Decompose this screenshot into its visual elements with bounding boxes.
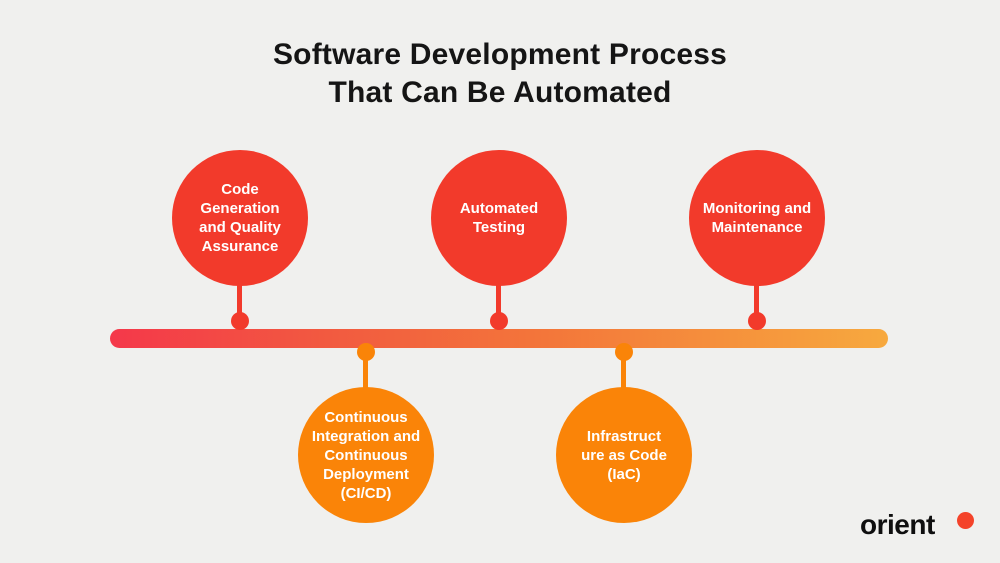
node-automated-testing: Automated Testing [431,150,567,286]
brand-logo-text: orient [860,509,935,540]
connector-line-ci-cd [363,352,368,392]
connector-dot-iac [615,343,633,361]
timeline-bar [110,329,888,348]
connector-dot-ci-cd [357,343,375,361]
connector-dot-code-generation [231,312,249,330]
connector-dot-monitoring-maintenance [748,312,766,330]
connector-line-iac [621,352,626,392]
node-label-monitoring-maintenance: Monitoring and Maintenance [702,200,812,236]
page-title: Software Development Process That Can Be… [0,36,1000,112]
node-label-code-generation: Code Generation and Quality Assurance [199,181,281,255]
node-ci-cd: Continuous Integration and Continuous De… [298,387,434,523]
page-title-line2: That Can Be Automated [328,76,672,109]
node-label-iac: Infrastruct ure as Code (IaC) [581,427,667,483]
connector-line-monitoring-maintenance [754,280,759,322]
connector-dot-automated-testing [490,312,508,330]
node-iac: Infrastruct ure as Code (IaC) [556,387,692,523]
brand-logo: orient [860,506,990,546]
node-label-ci-cd: Continuous Integration and Continuous De… [311,408,421,502]
page-title-line1: Software Development Process [272,38,728,71]
node-label-automated-testing: Automated Testing [459,200,539,236]
node-monitoring-maintenance: Monitoring and Maintenance [689,150,825,286]
connector-line-automated-testing [496,280,501,322]
brand-logo-dot-icon [957,512,974,529]
node-code-generation: Code Generation and Quality Assurance [172,150,308,286]
connector-line-code-generation [237,280,242,322]
